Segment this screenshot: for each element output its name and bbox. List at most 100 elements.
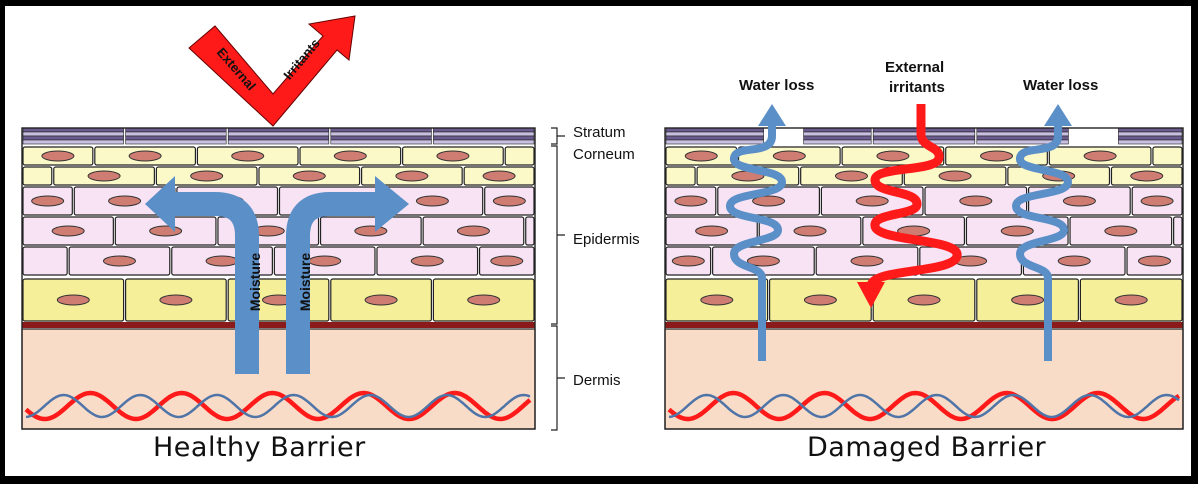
damaged-spinous-row1-nucleus <box>959 195 993 207</box>
external-irritants-label-line1: External <box>885 59 945 76</box>
stratum-corneum-label-line2: Corneum <box>573 146 635 163</box>
healthy-corneum-strip <box>227 139 330 145</box>
layer-brackets <box>551 127 565 431</box>
healthy-spinous-row1-nucleus <box>415 195 449 207</box>
damaged-basal-row-nucleus <box>1011 294 1045 306</box>
healthy-granular-row2-nucleus <box>395 170 429 182</box>
irritant-penetration-arrow <box>857 104 962 308</box>
damaged-collagen-fiber <box>667 390 1181 422</box>
healthy-barrier-caption: Healthy Barrier <box>153 432 366 463</box>
damaged-granular-row2-nucleus <box>1130 170 1164 182</box>
healthy-basement-membrane <box>22 322 535 328</box>
damaged-corneum-strip <box>1118 135 1183 141</box>
healthy-spinous-row3-nucleus <box>102 255 136 267</box>
epidermis-bracket <box>551 145 565 325</box>
healthy-basal-row-nucleus <box>467 294 501 306</box>
healthy-spinous-row2-nucleus <box>456 225 490 237</box>
dermis-label: Dermis <box>573 372 621 389</box>
healthy-spinous-row1-nucleus <box>108 195 142 207</box>
healthy-basal-row-nucleus <box>56 294 90 306</box>
damaged-granular-row2-cell <box>665 166 696 186</box>
damaged-spinous-row2-nucleus <box>793 225 827 237</box>
damaged-corneum-strip <box>1118 131 1183 137</box>
healthy-basal-row-nucleus <box>159 294 193 306</box>
damaged-spinous-row1-nucleus <box>1140 195 1174 207</box>
healthy-spinous-row3-cell <box>22 246 68 276</box>
moisture-arrow-right-head <box>375 176 409 232</box>
damaged-granular-row-nucleus <box>876 150 910 162</box>
damaged-barrier-caption: Damaged Barrier <box>807 432 1047 463</box>
healthy-granular-row2-nucleus <box>482 170 516 182</box>
healthy-corneum-strip <box>433 139 535 145</box>
healthy-granular-row-cell <box>504 146 535 166</box>
damaged-granular-row-nucleus <box>1083 150 1117 162</box>
healthy-corneum-strip <box>433 135 535 141</box>
irritant-bounce-arrow <box>188 15 356 127</box>
water-loss-arrow-right-path <box>1012 124 1072 361</box>
healthy-corneum-strip <box>330 139 432 145</box>
damaged-spinous-row3-nucleus <box>850 255 884 267</box>
damaged-basal-row-nucleus <box>700 294 734 306</box>
healthy-corneum-strip <box>227 131 330 137</box>
dermis-bracket <box>551 325 565 431</box>
water-loss-arrow-left-arrowhead <box>758 104 786 126</box>
damaged-spinous-row1-nucleus <box>855 195 889 207</box>
damaged-corneum-strip <box>803 139 872 145</box>
healthy-granular-row-nucleus <box>231 150 265 162</box>
irritant-penetration-arrowhead <box>857 282 885 308</box>
epidermis-label: Epidermis <box>573 231 640 248</box>
damaged-basement-membrane <box>665 322 1183 328</box>
damaged-basal-row-nucleus <box>907 294 941 306</box>
damaged-spinous-row2-nucleus <box>1104 225 1138 237</box>
damaged-spinous-row1-nucleus <box>752 195 786 207</box>
healthy-spinous-row2-nucleus <box>149 225 183 237</box>
damaged-corneum-strip <box>803 131 872 137</box>
healthy-corneum-strip <box>227 135 330 141</box>
healthy-corneum-strip <box>330 131 432 137</box>
damaged-granular-row-nucleus <box>684 150 718 162</box>
damaged-spinous-row1-nucleus <box>674 195 708 207</box>
healthy-granular-row-nucleus <box>436 150 470 162</box>
healthy-spinous-row3-nucleus <box>410 255 444 267</box>
healthy-granular-row-nucleus <box>41 150 75 162</box>
damaged-skin-panel <box>664 127 1184 430</box>
healthy-spinous-row2-nucleus <box>51 225 85 237</box>
damaged-spinous-row3-nucleus <box>671 255 705 267</box>
damaged-spinous-row3-nucleus <box>1057 255 1091 267</box>
healthy-corneum-strip <box>433 131 535 137</box>
healthy-corneum-strip <box>125 135 227 141</box>
healthy-panel-outline <box>21 127 536 430</box>
irritant-penetration-path <box>866 104 962 288</box>
healthy-corneum-strip <box>125 131 227 137</box>
damaged-granular-row2-nucleus <box>834 170 868 182</box>
water-loss-arrow-left-path <box>726 124 786 361</box>
healthy-corneum-strip <box>22 135 124 141</box>
healthy-granular-row2-nucleus <box>190 170 224 182</box>
healthy-corneum-strip <box>22 131 124 137</box>
damaged-corneum-strip <box>976 139 1069 145</box>
healthy-granular-row2-nucleus <box>87 170 121 182</box>
healthy-granular-row2-cell <box>22 166 53 186</box>
damaged-spinous-row3-nucleus <box>746 255 780 267</box>
damaged-spinous-row2-nucleus <box>1000 225 1034 237</box>
water-loss-arrow-right <box>1012 104 1072 361</box>
healthy-spinous-row2-cell <box>525 216 535 246</box>
healthy-spinous-row1-nucleus <box>31 195 65 207</box>
healthy-spinous-row3-nucleus <box>490 255 524 267</box>
water-loss-arrow-right-arrowhead <box>1044 104 1072 126</box>
damaged-dermis <box>664 328 1184 430</box>
moisture-arrow-right-shaft <box>286 192 380 374</box>
moisture-arrow-left-head <box>145 176 175 232</box>
damaged-granular-row2-nucleus <box>938 170 972 182</box>
stratum-corneum-label-line1: Stratum <box>573 124 626 141</box>
healthy-spinous-row3-nucleus <box>308 255 342 267</box>
healthy-spinous-row2-nucleus <box>354 225 388 237</box>
damaged-spinous-row2-nucleus <box>695 225 729 237</box>
healthy-elastin-fiber <box>25 393 531 419</box>
healthy-dermis <box>21 328 536 430</box>
healthy-granular-row-nucleus <box>333 150 367 162</box>
damaged-granular-row-nucleus <box>772 150 806 162</box>
